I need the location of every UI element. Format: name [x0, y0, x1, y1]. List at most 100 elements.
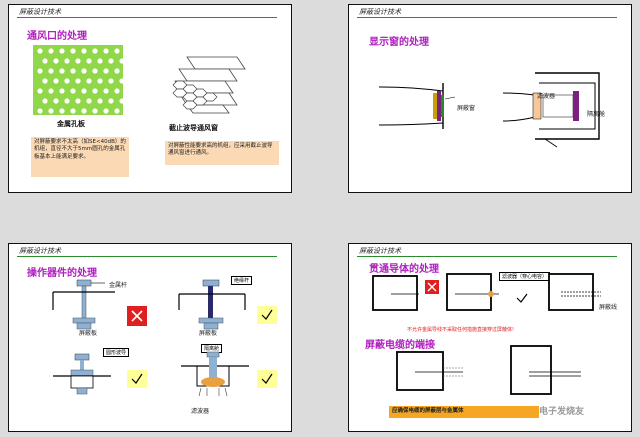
- shield-plate-label: 屏蔽板: [79, 330, 98, 337]
- plate-hole: [75, 78, 81, 84]
- slide-operating-devices: 屏蔽设计技术 操作器件的处理 金属杆 屏蔽板 绝缘杆 屏蔽板: [8, 243, 292, 432]
- filter-label: 滤波器: [191, 408, 210, 415]
- plate-hole: [37, 88, 43, 94]
- heading-cable-termination: 屏蔽电缆的端接: [365, 340, 435, 351]
- metal-rod-diagram: [52, 279, 115, 330]
- plate-hole: [59, 48, 65, 54]
- plate-hole: [92, 48, 98, 54]
- plate-hole: [103, 108, 109, 114]
- plate-hole: [97, 98, 103, 104]
- plate-hole: [86, 58, 92, 64]
- check-mark-icon: [516, 293, 528, 303]
- plate-hole: [86, 78, 92, 84]
- watermark: 电子发烧友: [539, 407, 585, 417]
- perforated-plate-icon: [33, 45, 125, 115]
- plate-hole: [103, 88, 109, 94]
- shield-plate-label: 屏蔽板: [199, 330, 218, 337]
- conductor-box-shielded: [548, 273, 601, 311]
- note-waveguide: 对屏蔽性能要求高的机组，应采用截止波导通风窗进行通风。: [165, 141, 279, 165]
- plate-hole: [64, 58, 70, 64]
- plate-hole: [114, 48, 120, 54]
- slide-title: 屏蔽设计技术: [19, 247, 61, 255]
- plate-hole: [42, 78, 48, 84]
- plate-hole: [53, 58, 59, 64]
- plate-hole: [119, 78, 125, 84]
- plate-hole: [59, 108, 65, 114]
- shield-window-diagram: [378, 83, 456, 129]
- slide-title: 屏蔽设计技术: [359, 8, 401, 16]
- plate-hole: [59, 88, 65, 94]
- plate-hole: [48, 108, 54, 114]
- check-mark-icon: [127, 370, 147, 388]
- check-mark-icon: [257, 306, 277, 324]
- slide-heading: 操作器件的处理: [27, 268, 97, 279]
- waveguide-label: 圆形波导: [103, 348, 130, 357]
- slide-through-conductors: 屏蔽设计技术 贯通导体的处理 滤波器（穿心电容） 屏蔽线 不允许金属导线不采取任…: [348, 243, 632, 432]
- plate-hole: [86, 98, 92, 104]
- circular-waveguide-diagram: [53, 353, 111, 395]
- isolation-label: 隔离舱: [587, 111, 606, 118]
- insulated-rod-diagram: [178, 279, 246, 330]
- plate-hole: [37, 108, 43, 114]
- slide-title: 屏蔽设计技术: [19, 8, 61, 16]
- slide-title: 屏蔽设计技术: [359, 247, 401, 255]
- heading-through-conductor: 贯通导体的处理: [369, 264, 439, 275]
- shield-window-label: 屏蔽窗: [457, 105, 476, 112]
- plate-hole: [64, 98, 70, 104]
- plate-hole: [70, 68, 76, 74]
- title-rule: [17, 256, 277, 257]
- plate-hole: [97, 58, 103, 64]
- plate-hole: [53, 98, 59, 104]
- plate-hole: [42, 98, 48, 104]
- slide-heading: 显示窗的处理: [369, 37, 429, 48]
- cable-box-left: [396, 351, 463, 391]
- honeycomb-waveguide-icon: [172, 56, 246, 114]
- plate-hole: [70, 48, 76, 54]
- check-mark-icon: [257, 370, 277, 388]
- plate-hole: [70, 88, 76, 94]
- plate-hole: [42, 58, 48, 64]
- plate-hole: [64, 78, 70, 84]
- plate-hole: [37, 48, 43, 54]
- conductor-box-filtered: [446, 273, 499, 311]
- conductor-box-direct: [372, 275, 419, 311]
- insulated-rod-label: 绝缘杆: [231, 276, 253, 285]
- note-perforated-plate: 对屏蔽要求不太高（如SE<40dB）的机组，直径不大于5mm圆孔的金属孔板基本上…: [31, 137, 129, 177]
- plate-hole: [114, 108, 120, 114]
- plate-hole: [114, 68, 120, 74]
- plate-hole: [70, 108, 76, 114]
- plate-hole: [103, 48, 109, 54]
- title-rule: [357, 17, 617, 18]
- plate-label: 金属孔板: [57, 120, 85, 128]
- plate-hole: [119, 98, 125, 104]
- filter-feedthrough-label: 滤波器（穿心电容）: [499, 272, 551, 281]
- plate-hole: [48, 48, 54, 54]
- plate-hole: [92, 88, 98, 94]
- waveguide-label: 截止波导通风窗: [169, 124, 218, 132]
- plate-hole: [75, 58, 81, 64]
- plate-hole: [114, 88, 120, 94]
- warning-note: 不允许金属导线不采取任何措施直接穿过屏蔽体!: [407, 327, 515, 333]
- plate-hole: [81, 48, 87, 54]
- plate-hole: [81, 88, 87, 94]
- plate-hole: [75, 98, 81, 104]
- plate-hole: [97, 78, 103, 84]
- slide-heading: 通风口的处理: [27, 31, 87, 42]
- metal-rod-label: 金属杆: [109, 282, 128, 289]
- plate-hole: [59, 68, 65, 74]
- plate-hole: [108, 78, 114, 84]
- cross-mark-icon: [425, 280, 439, 294]
- plate-hole: [92, 108, 98, 114]
- slide-display-window: 屏蔽设计技术 显示窗的处理 屏蔽窗 滤波器 隔离舱: [348, 4, 632, 193]
- plate-hole: [53, 78, 59, 84]
- plate-hole: [92, 68, 98, 74]
- isolation-filter-diagram: [502, 72, 600, 148]
- plate-hole: [48, 68, 54, 74]
- isolation-filter-diagram: [181, 351, 249, 397]
- shield-cable-label: 屏蔽线: [599, 304, 618, 311]
- plate-hole: [48, 88, 54, 94]
- plate-hole: [119, 58, 125, 64]
- title-rule: [357, 256, 617, 257]
- plate-hole: [81, 68, 87, 74]
- title-rule: [17, 17, 277, 18]
